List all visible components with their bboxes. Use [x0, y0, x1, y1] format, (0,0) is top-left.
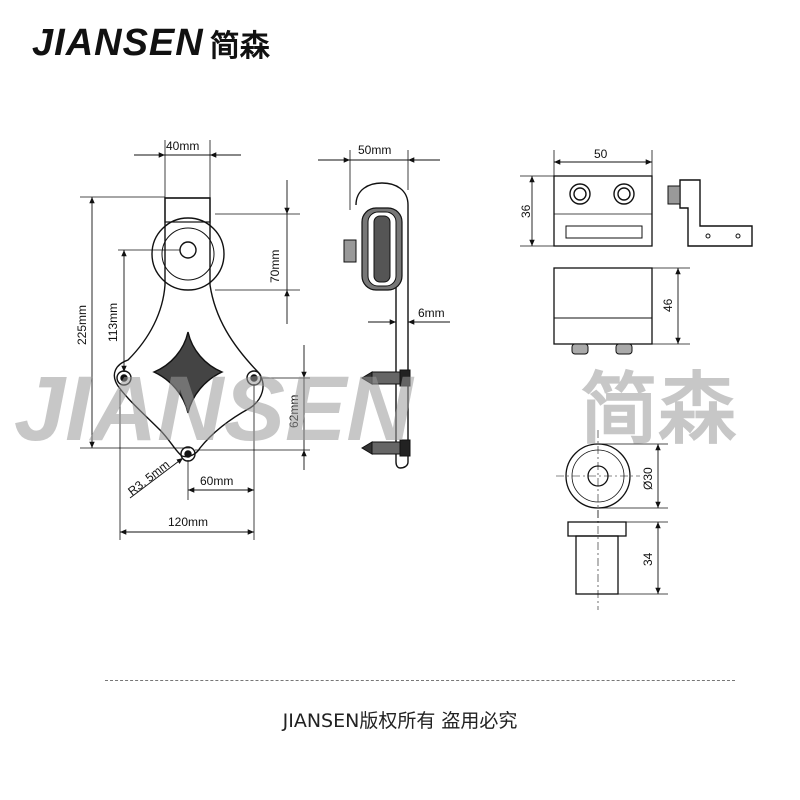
dim-total-width: 120mm: [168, 515, 208, 529]
diamond-window: [152, 331, 224, 414]
axle-hole: [179, 241, 197, 259]
dim-width-top: 40mm: [166, 139, 199, 153]
dim-spacer-diameter: Ø30: [641, 467, 655, 490]
front-wheel: [151, 217, 225, 291]
dim-plate-thickness: 6mm: [418, 306, 445, 320]
dim-spacer-height: 34: [641, 552, 655, 566]
dim-stopper-height-front: 36: [519, 204, 533, 218]
spacer-side: [567, 521, 627, 537]
dim-depth: 50mm: [358, 143, 391, 157]
front-view: [80, 140, 310, 540]
dim-hole-spacing-vertical: 62mm: [287, 395, 301, 428]
dim-radius: R3. 5mm: [125, 457, 172, 498]
side-view: [318, 150, 450, 469]
dim-stopper-height-top: 46: [661, 298, 675, 312]
dim-stopper-width: 50: [594, 147, 608, 161]
watermark-text-cn: 简森: [580, 365, 737, 455]
stopper-side: [679, 179, 753, 247]
side-bolt-bottom: [361, 439, 411, 457]
footer-divider: [105, 680, 735, 681]
dim-total-height: 225mm: [75, 305, 89, 345]
side-bolt-top: [361, 369, 411, 387]
stopper-views: [520, 150, 753, 355]
stopper-top: [553, 267, 653, 345]
dim-hole-spacing-horizontal: 60mm: [200, 474, 233, 488]
brand-name-cn: 简森: [209, 29, 270, 64]
watermark-text-en: JIANSEN: [14, 358, 415, 460]
dim-wheel-diameter: 70mm: [268, 250, 282, 283]
brand-name-en: JIANSEN: [32, 21, 204, 64]
dim-height-to-hole: 113mm: [106, 303, 120, 342]
stopper-front: [553, 175, 653, 247]
copyright-notice: JIANSEN版权所有 盗用必究: [282, 710, 518, 732]
brand-logo: JIANSEN 简森: [32, 18, 270, 68]
spacer-views: [556, 430, 668, 610]
